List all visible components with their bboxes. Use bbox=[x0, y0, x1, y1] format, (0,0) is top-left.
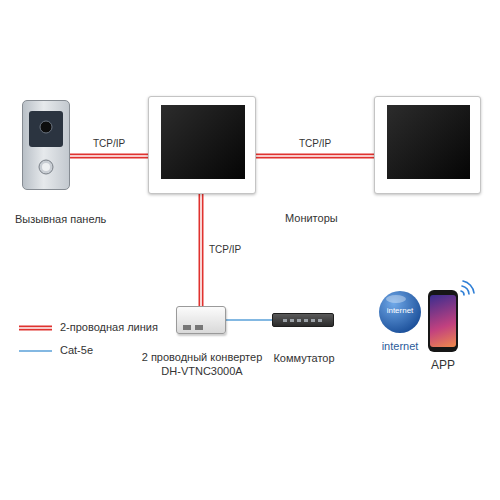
port-symbol bbox=[290, 319, 294, 322]
legend-sample bbox=[18, 320, 54, 336]
call-button-center bbox=[42, 163, 50, 171]
line-gap bbox=[200, 194, 202, 306]
monitor-screen bbox=[387, 105, 470, 179]
cat5e-sample bbox=[19, 350, 52, 352]
internet-globe: internetinternet bbox=[378, 290, 422, 334]
protocol-label: TCP/IP bbox=[93, 138, 125, 151]
call-panel: Вызывная панель bbox=[22, 100, 70, 190]
group-label: Мониторы bbox=[285, 212, 338, 226]
converter-drawing bbox=[177, 307, 227, 335]
device-label: Коммутатор bbox=[254, 352, 354, 366]
legend-text: 2-проводная линия bbox=[60, 321, 158, 335]
protocol-label: TCP/IP bbox=[299, 138, 331, 151]
two-wire-line bbox=[256, 154, 374, 159]
port-symbol bbox=[183, 325, 191, 330]
connector-group bbox=[201, 194, 202, 306]
line-gap bbox=[19, 327, 52, 329]
device-label: Вызывная панель bbox=[15, 213, 106, 227]
internet-label: internet bbox=[368, 340, 432, 354]
wifi-symbol bbox=[461, 281, 474, 295]
port-symbol bbox=[304, 319, 308, 322]
wifi-arc bbox=[461, 291, 464, 295]
network-switch: Коммутатор bbox=[272, 313, 334, 327]
cat5e-cable bbox=[226, 319, 272, 321]
camera-window bbox=[29, 111, 63, 147]
legend-sample bbox=[18, 343, 54, 359]
legend-text: Cat-5e bbox=[60, 344, 93, 358]
wifi-arc bbox=[463, 281, 474, 293]
smartphone: APP bbox=[428, 290, 458, 352]
port-symbol bbox=[297, 319, 301, 322]
globe-symbol bbox=[379, 291, 421, 333]
monitor-screen bbox=[161, 105, 245, 179]
connector-group bbox=[226, 320, 272, 321]
camera-lens bbox=[40, 121, 52, 133]
call-button bbox=[39, 160, 53, 174]
two-wire-line bbox=[70, 154, 148, 159]
globe-text: internet bbox=[378, 306, 422, 316]
globe-highlight bbox=[386, 295, 406, 303]
port-symbol bbox=[283, 319, 287, 322]
connector-group bbox=[70, 156, 148, 157]
app-label: APP bbox=[413, 358, 473, 373]
phone-screen bbox=[430, 295, 456, 347]
converter-box: 2 проводный конвертер DH-VTNC3000A bbox=[176, 306, 226, 334]
port-symbol bbox=[195, 325, 203, 330]
monitor-unit bbox=[148, 96, 256, 194]
switch-drawing bbox=[273, 314, 335, 328]
line-gap bbox=[256, 155, 374, 157]
panel-drawing bbox=[23, 101, 71, 191]
protocol-label: TCP/IP bbox=[209, 244, 241, 257]
port-symbol bbox=[318, 319, 322, 322]
legend-item: 2-проводная линия bbox=[18, 320, 188, 336]
two-wire-line bbox=[199, 194, 204, 306]
port-symbol bbox=[311, 319, 315, 322]
line-gap bbox=[70, 155, 148, 157]
device-label: 2 проводный конвертер DH-VTNC3000A bbox=[132, 351, 272, 379]
monitor-unit bbox=[374, 96, 481, 194]
two-wire-sample bbox=[19, 326, 52, 331]
wifi-arc bbox=[462, 286, 469, 294]
connector-group bbox=[256, 156, 374, 157]
